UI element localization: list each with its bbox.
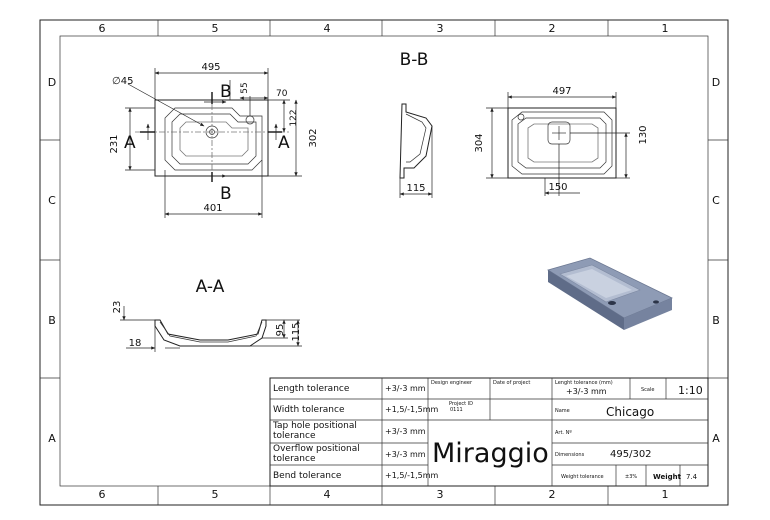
- right-plan-view: 497 304 130 150: [474, 86, 649, 196]
- zone-col-label: 6: [99, 22, 106, 35]
- product-name: Chicago: [606, 405, 654, 419]
- zone-labels-right: D C B A: [712, 76, 720, 445]
- dim-right-width-497: 497: [552, 86, 571, 97]
- tol-value-length: +3/-3 mm: [385, 384, 426, 393]
- name-label: Name: [555, 408, 570, 414]
- tol-value-tap-hole: +3/-3 mm: [385, 427, 426, 436]
- project-id-value: 0111: [450, 407, 463, 413]
- zone-col-label: 1: [662, 22, 669, 35]
- top-view: 495 ∅45 55 70 122 302 231 401 A A: [109, 62, 319, 218]
- dim-hole-diameter: ∅45: [112, 76, 133, 87]
- section-bb-title: B-B: [400, 50, 429, 70]
- dimensions-value: 495/302: [610, 449, 652, 460]
- length-tolerance-header: Lenght tolerance (mm): [555, 380, 613, 386]
- dim-aa-23: 23: [112, 301, 123, 314]
- zone-col-label: 3: [437, 488, 444, 501]
- zone-col-label: 2: [549, 22, 556, 35]
- title-block: Length tolerance +3/-3 mm Width toleranc…: [269, 377, 709, 487]
- zone-col-label: 4: [324, 22, 331, 35]
- dimensions-label: Dimensions: [555, 452, 585, 458]
- dim-inner-231: 231: [109, 134, 120, 153]
- zone-col-label: 5: [212, 22, 219, 35]
- dim-bb-115: 115: [406, 183, 425, 194]
- design-engineer-label: Design engineer: [431, 380, 473, 386]
- zone-row-label: A: [48, 432, 56, 445]
- tol-label-width: Width tolerance: [273, 405, 345, 415]
- length-tolerance-value: +3/-3 mm: [566, 387, 607, 396]
- dim-offset-70: 70: [276, 89, 288, 99]
- basin-3d-render: [547, 257, 673, 330]
- section-mark-a-left: A: [124, 133, 136, 153]
- zone-labels-top: 6 5 4 3 2 1: [99, 22, 669, 35]
- weight-tolerance-label: Weight tolerance: [561, 474, 604, 480]
- zone-labels-bottom: 6 5 4 3 2 1: [99, 488, 669, 501]
- tol-value-overflow: +3/-3 mm: [385, 450, 426, 459]
- section-mark-b-top: B: [220, 82, 232, 102]
- weight-value: 7.4: [686, 473, 698, 481]
- date-of-project-label: Date of project: [493, 380, 530, 386]
- zone-row-label: C: [712, 194, 720, 207]
- dim-right-height-304: 304: [474, 133, 485, 152]
- zone-col-label: 2: [549, 488, 556, 501]
- art-number-label: Art. Nº: [555, 430, 572, 436]
- scale-label: Scale: [641, 387, 654, 393]
- zone-col-label: 6: [99, 488, 106, 501]
- zone-row-label: D: [712, 76, 720, 89]
- dim-drain-130: 130: [638, 125, 649, 144]
- zone-col-label: 3: [437, 22, 444, 35]
- dim-aa-95: 95: [275, 324, 286, 337]
- weight-tolerance-value: ±3%: [625, 474, 637, 480]
- section-mark-b-bottom: B: [220, 184, 232, 204]
- dim-aa-18: 18: [129, 338, 142, 349]
- dim-width-495: 495: [201, 62, 220, 73]
- weight-label: Weight: [653, 473, 682, 481]
- dim-drain-150: 150: [548, 182, 567, 193]
- zone-row-label: B: [712, 314, 720, 327]
- scale-value: 1:10: [678, 384, 703, 397]
- zone-col-label: 4: [324, 488, 331, 501]
- dim-bottom-401: 401: [203, 203, 222, 214]
- project-id-label: Project ID: [449, 401, 473, 407]
- section-mark-a-right: A: [278, 133, 290, 153]
- zone-labels-left: D C B A: [48, 76, 56, 445]
- zone-row-label: B: [48, 314, 56, 327]
- dim-offset-55: 55: [240, 82, 250, 93]
- brand-logo-text: Miraggio: [432, 438, 549, 469]
- zone-col-label: 5: [212, 488, 219, 501]
- tol-label-length: Length tolerance: [273, 384, 350, 394]
- tol-label-overflow: Overflow positional tolerance: [273, 444, 363, 464]
- zone-row-label: A: [712, 432, 720, 445]
- dim-depth-122: 122: [289, 109, 299, 126]
- tol-label-tap-hole: Tap hole positional tolerance: [272, 421, 360, 441]
- zone-row-label: C: [48, 194, 56, 207]
- section-aa-view: A-A 23 18 95 115: [112, 277, 302, 352]
- dim-height-302: 302: [308, 128, 319, 147]
- section-bb-view: B-B 115: [399, 50, 433, 198]
- zone-row-label: D: [48, 76, 56, 89]
- dim-aa-115: 115: [291, 322, 302, 341]
- section-aa-title: A-A: [196, 277, 225, 297]
- zone-col-label: 1: [662, 488, 669, 501]
- tol-label-bend: Bend tolerance: [273, 471, 342, 481]
- tol-value-width: +1,5/-1,5mm: [385, 405, 439, 414]
- tol-value-bend: +1,5/-1,5mm: [385, 471, 439, 480]
